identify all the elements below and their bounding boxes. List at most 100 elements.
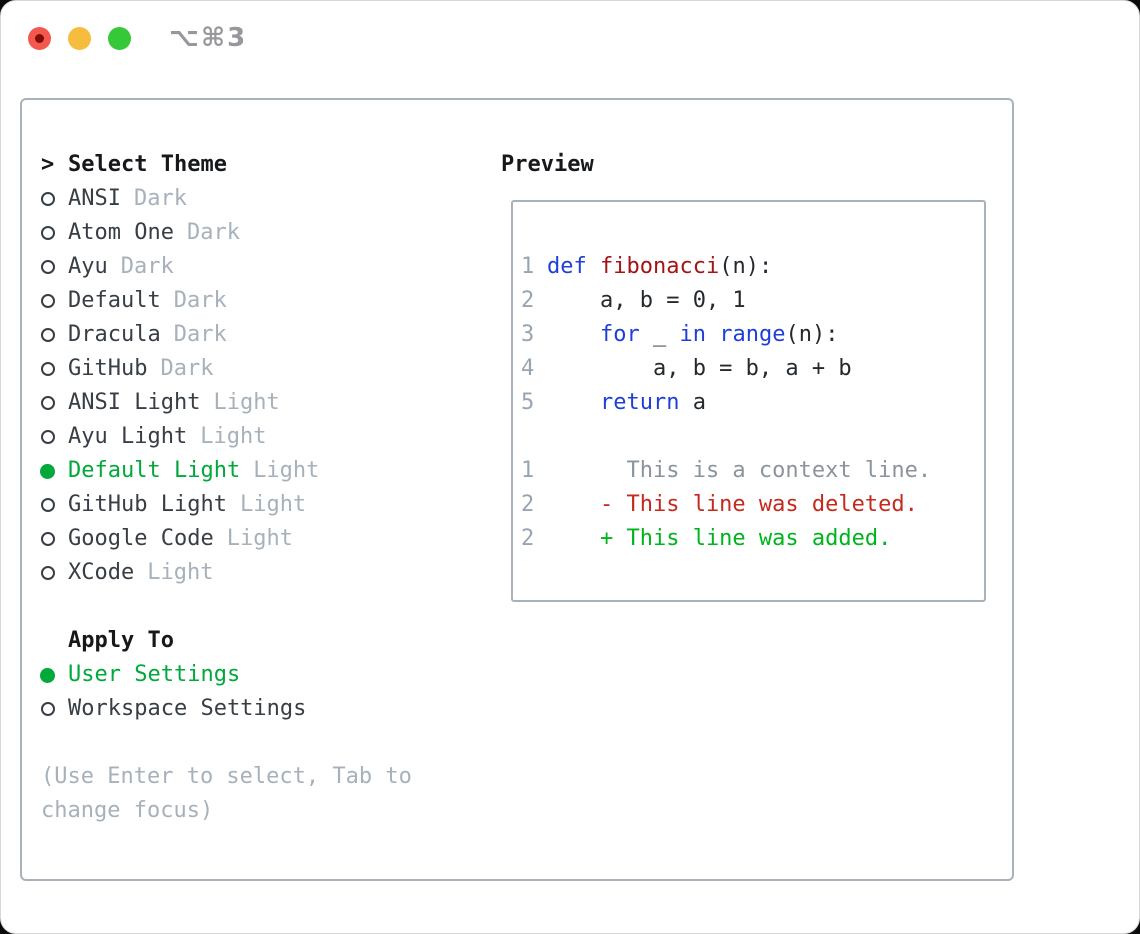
select-theme-header: > Select Theme (41, 148, 501, 182)
theme-option-ansi-light[interactable]: ANSI Light Light (41, 386, 501, 420)
ring-icon (41, 498, 55, 512)
theme-variant-tag: Dark (186, 220, 240, 245)
ring-icon (41, 362, 55, 376)
radio-unselected-icon (41, 396, 68, 410)
apply-to-title: Apply To (68, 628, 174, 653)
line-number: 3 (521, 322, 535, 347)
theme-option-default[interactable]: Default Dark (41, 284, 501, 318)
ring-icon (41, 430, 55, 444)
radio-unselected-icon (41, 566, 68, 580)
close-button-dot-icon (35, 33, 44, 43)
code-token: fibonacci (600, 254, 720, 279)
theme-variant-tag: Light (213, 390, 280, 415)
option-label: Workspace Settings (68, 696, 307, 721)
code-token: (n): (719, 254, 773, 279)
apply-to-header: Apply To (41, 624, 501, 658)
ring-icon (41, 294, 55, 308)
line-number: 2 (521, 288, 535, 313)
line-number: 2 (521, 526, 535, 551)
apply-option-user-settings[interactable]: User Settings (40, 658, 501, 692)
radio-unselected-icon (41, 498, 68, 512)
theme-variant-tag: Light (226, 526, 293, 551)
ring-icon (41, 192, 55, 206)
option-label: Atom One (68, 220, 174, 245)
option-label: Ayu (68, 254, 108, 279)
radio-unselected-icon (41, 192, 68, 206)
option-label: User Settings (68, 662, 241, 687)
theme-variant-tag: Light (200, 424, 267, 449)
line-number: 2 (521, 492, 535, 517)
window-shortcut-label: ⌥⌘3 (169, 23, 248, 53)
code-token: in (679, 322, 706, 347)
line-number: 1 (521, 458, 535, 483)
line-number: 1 (521, 254, 535, 279)
theme-option-google-code[interactable]: Google Code Light (41, 522, 501, 556)
code-token (547, 386, 600, 420)
theme-variant-tag: Dark (173, 288, 227, 313)
option-label: ANSI Light (68, 390, 201, 415)
code-line: 4 a, b = b, a + b (521, 352, 976, 386)
option-label: Google Code (68, 526, 214, 551)
code-token (587, 250, 600, 284)
zoom-button[interactable] (108, 26, 131, 50)
theme-option-dracula[interactable]: Dracula Dark (41, 318, 501, 352)
filled-dot-icon (40, 667, 55, 683)
radio-unselected-icon (41, 226, 68, 240)
preview-title: Preview (501, 152, 594, 177)
ring-icon (41, 532, 55, 546)
filled-dot-icon (40, 463, 55, 479)
ring-icon (41, 396, 55, 410)
spacer (41, 726, 501, 760)
code-blank-line (521, 420, 976, 454)
radio-unselected-icon (41, 362, 68, 376)
code-line: 3 for _ in range(n): (521, 318, 976, 352)
code-token: a (679, 390, 706, 415)
radio-unselected-icon (41, 260, 68, 274)
code-line: 2 a, b = 0, 1 (521, 284, 976, 318)
spacer (41, 590, 501, 624)
code-token: def (547, 254, 587, 279)
option-label: Default (68, 288, 161, 313)
radio-unselected-icon (41, 328, 68, 342)
minimize-button[interactable] (68, 26, 91, 50)
code-line: 1 def fibonacci(n): (521, 250, 976, 284)
theme-option-atom-one[interactable]: Atom One Dark (41, 216, 501, 250)
code-token: a, b = 0, 1 (547, 288, 746, 313)
code-line: 5 return a (521, 386, 976, 420)
option-label: Dracula (68, 322, 161, 347)
theme-variant-tag: Light (239, 492, 307, 517)
ring-icon (41, 226, 55, 240)
option-label: ANSI (68, 186, 121, 211)
line-number: 4 (521, 356, 535, 381)
ring-icon (41, 260, 55, 274)
theme-option-default-light[interactable]: Default Light Light (40, 454, 501, 488)
ring-icon (41, 566, 55, 580)
radio-unselected-icon (41, 532, 68, 546)
code-line: 2 - This line was deleted. (521, 488, 976, 522)
titlebar: ⌥⌘3 (1, 1, 1139, 75)
help-text: (Use Enter to select, Tab to change focu… (41, 764, 412, 823)
radio-selected-icon (40, 667, 68, 683)
apply-option-workspace-settings[interactable]: Workspace Settings (41, 692, 501, 726)
code-token: for (599, 322, 640, 347)
code-token: + This line was added. (547, 526, 892, 551)
option-label: Default Light (68, 458, 241, 483)
theme-variant-tag: Light (253, 458, 320, 483)
code-line: 1 This is a context line. (521, 454, 976, 488)
close-button[interactable] (28, 26, 51, 50)
code-token: a, b = b, a + b (547, 356, 852, 381)
theme-variant-tag: Dark (173, 322, 227, 347)
